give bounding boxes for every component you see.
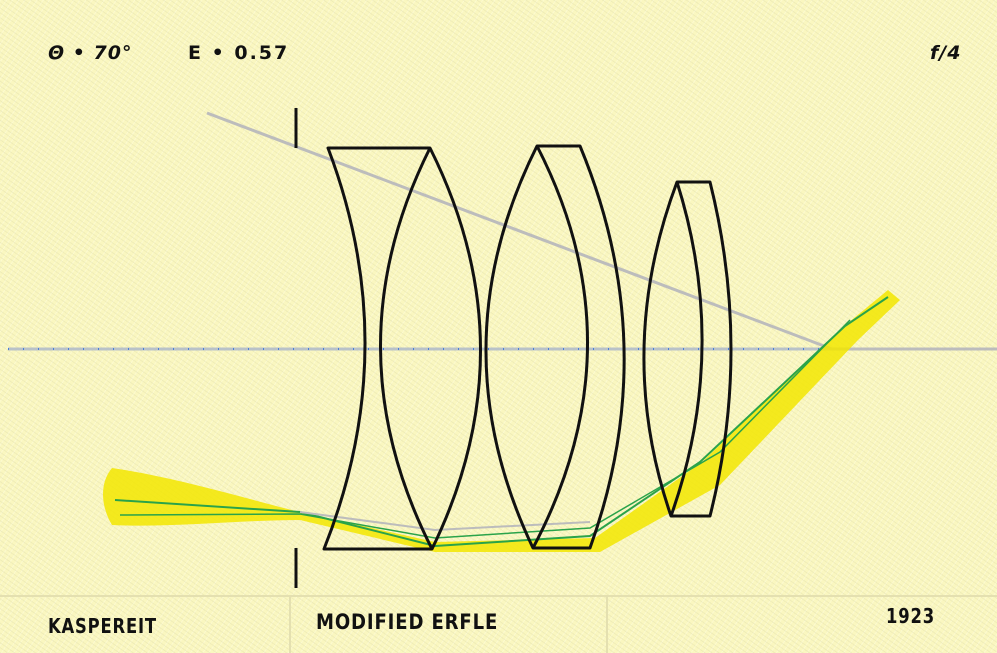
- grey-marginal-ray: [299, 511, 591, 532]
- designer-label: KASPEREIT: [48, 614, 157, 638]
- chief-ray: [206, 111, 833, 351]
- aperture-label: f/4: [930, 42, 962, 64]
- lens-group-2: [484, 144, 626, 550]
- lens-element-3-junction: [669, 181, 704, 517]
- design-name-label: MODIFIED ERFLE: [316, 610, 499, 634]
- year-label: 1923: [886, 604, 935, 628]
- lens-group-1: [322, 146, 482, 551]
- lens-element-2-junction: [531, 145, 589, 549]
- lens-element-1b-front: [379, 147, 434, 550]
- e-value-label: E • 0.57: [188, 42, 290, 64]
- lens-group-3: [642, 180, 733, 518]
- field-angle-label: Θ • 70°: [48, 42, 133, 64]
- lens-element-3a: [642, 180, 733, 518]
- marginal-ray-lower: [119, 319, 851, 539]
- lens-element-2a: [484, 144, 626, 550]
- marginal-ray-fan: [103, 290, 900, 552]
